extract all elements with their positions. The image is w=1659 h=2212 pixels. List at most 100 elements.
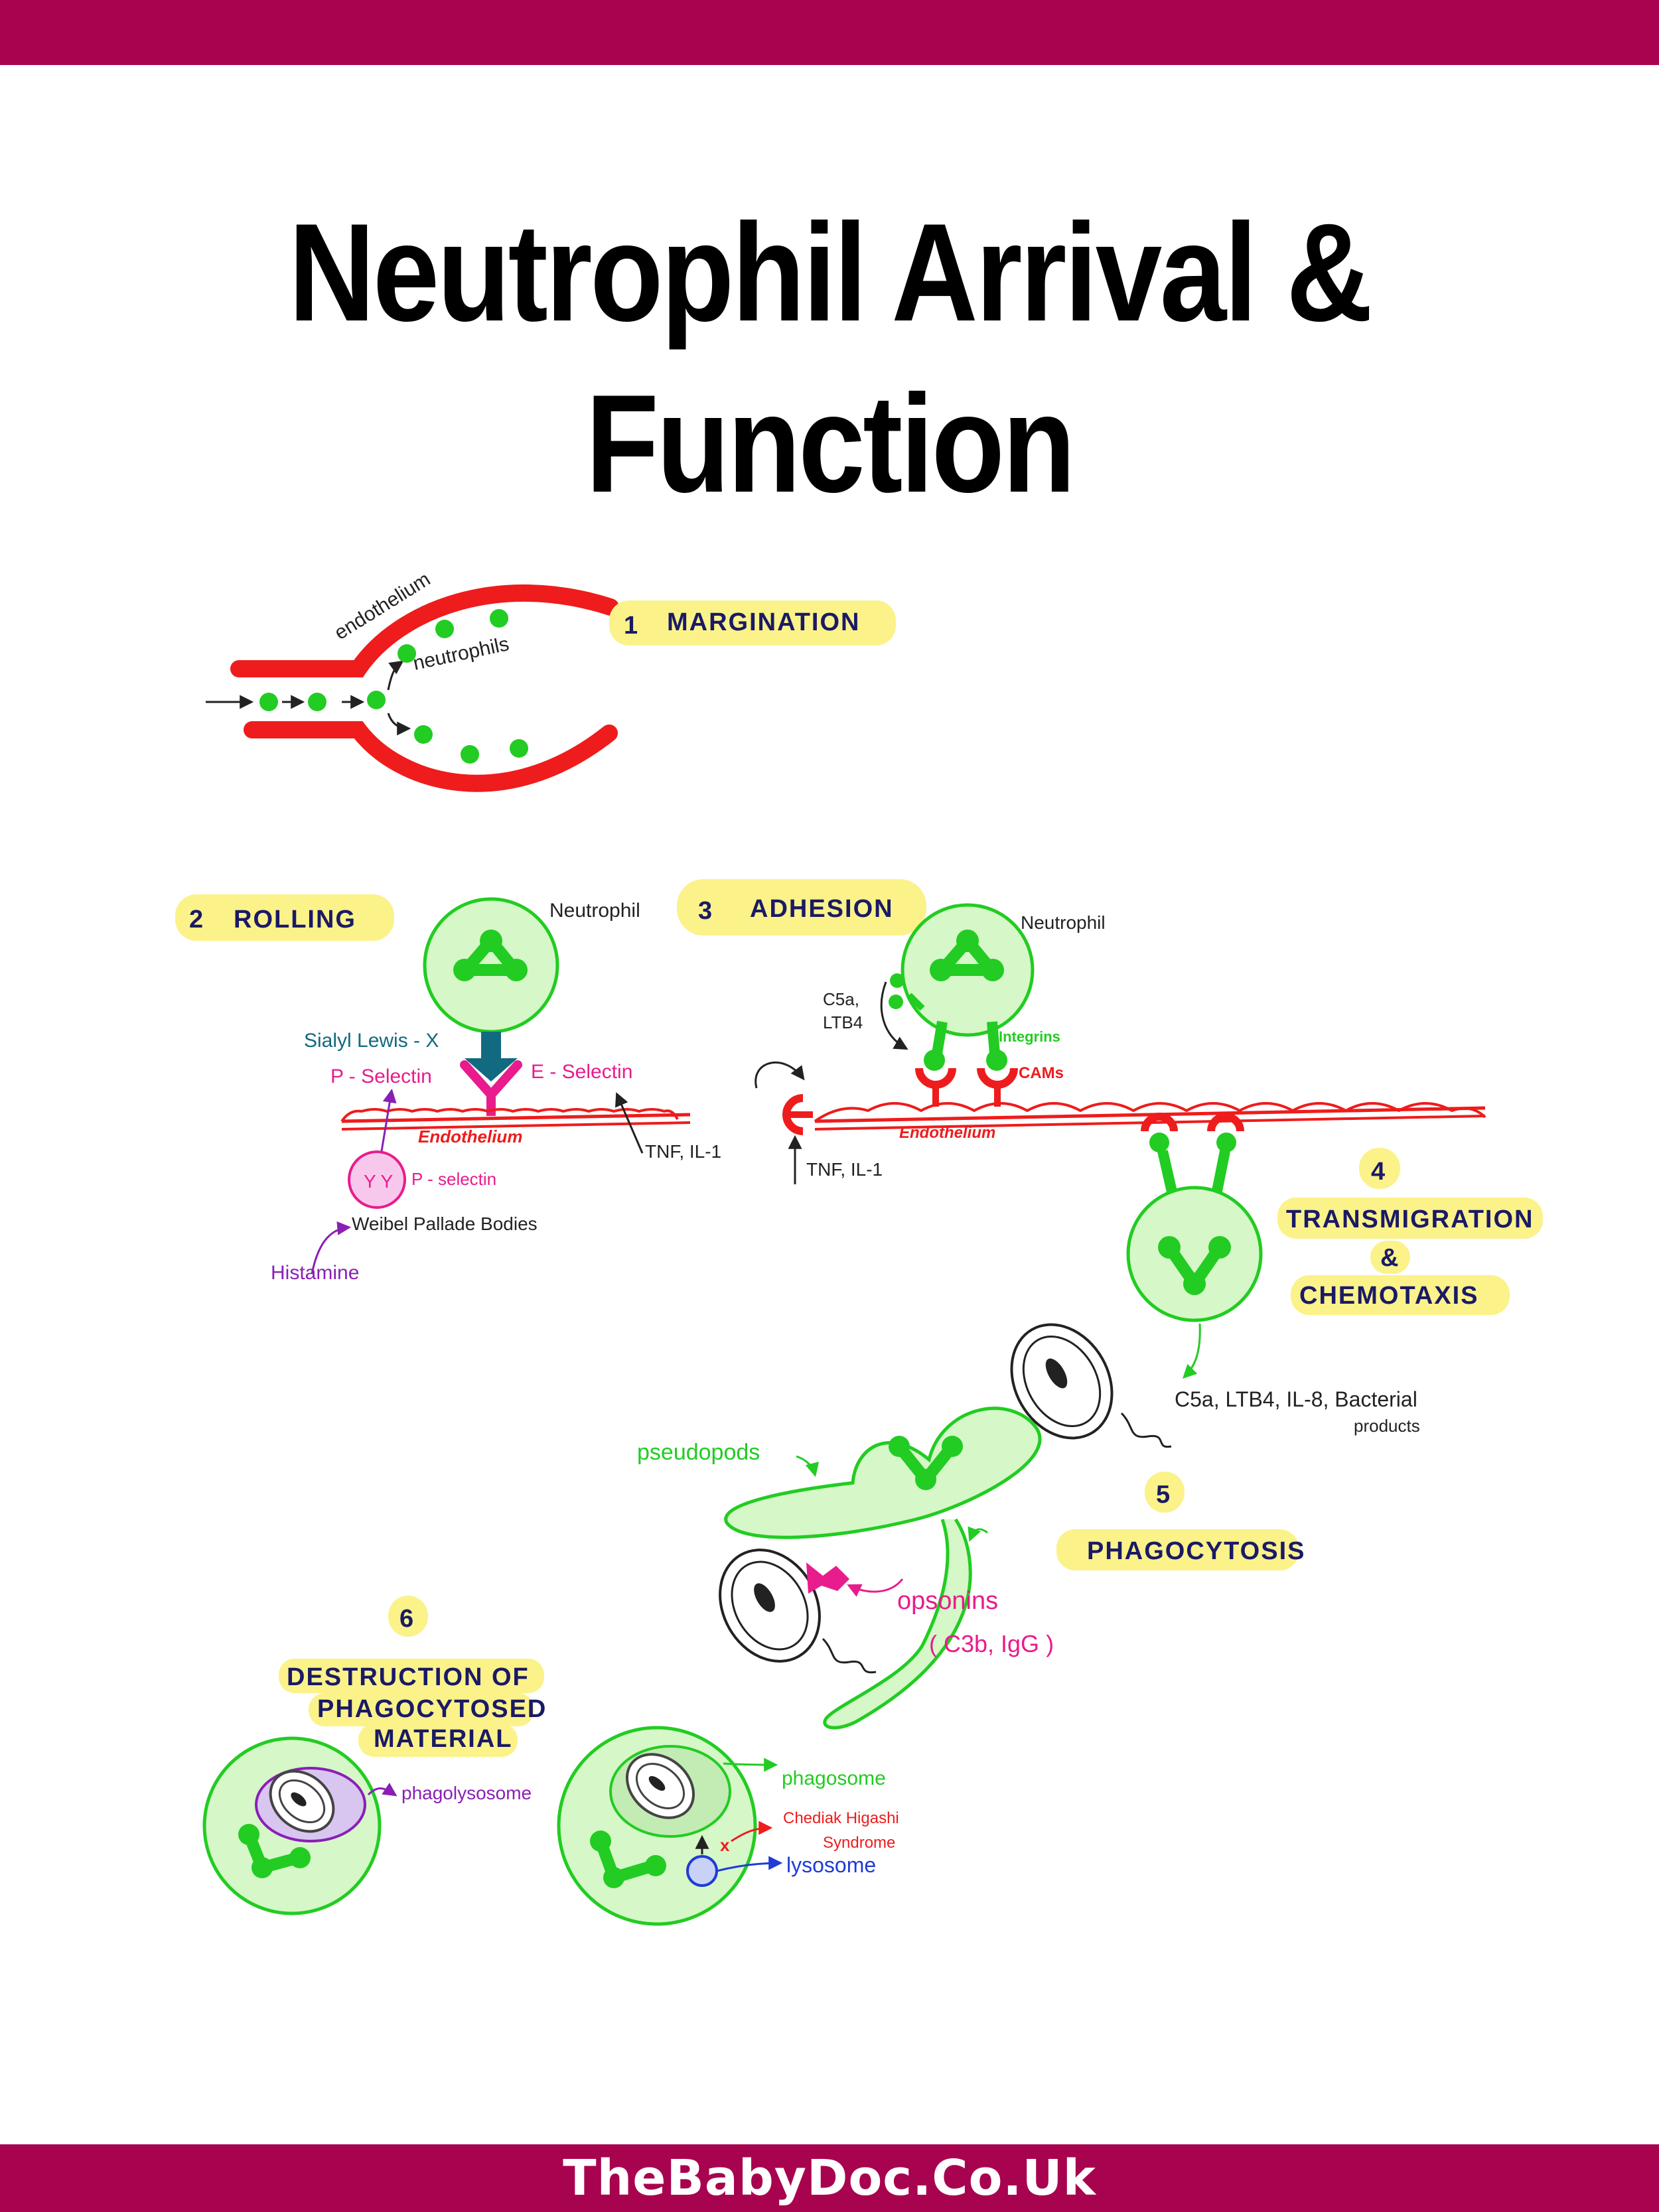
integrins-label: Integrins <box>999 1028 1060 1045</box>
step-3-adhesion: 3 ADHESION Neutrophil C5a, LTB4 Integrin… <box>677 879 1486 1184</box>
step-4-transmigration: 4 TRANSMIGRATION & CHEMOTAXIS C5a, LTB4,… <box>1010 1113 1543 1448</box>
opsonins-label: opsonins <box>897 1587 998 1615</box>
ltb4-label: LTB4 <box>823 1012 863 1032</box>
top-band <box>0 0 1659 65</box>
step-6-number-highlight <box>388 1596 428 1637</box>
step-6-title-line-2: PHAGOCYTOSED <box>317 1695 547 1723</box>
neutrophil-dot <box>461 745 479 764</box>
phagolysosome-label: phagolysosome <box>401 1783 532 1803</box>
vessel-lower-wall <box>244 721 618 792</box>
phagosome-cell <box>557 1726 757 1926</box>
chediak-label-line-2: Syndrome <box>823 1834 895 1852</box>
step-2-highlight <box>175 894 394 941</box>
neutrophil-dot <box>367 691 386 709</box>
chemotaxis-products-label: products <box>1354 1416 1420 1436</box>
cam-receptor <box>1141 1113 1178 1132</box>
title-line-1: Neutrophil Arrival & <box>288 194 1373 350</box>
p-selectin-label: P - Selectin <box>330 1066 432 1087</box>
step-5-phagocytosis: pseudopods opsonins ( C3b, IgG ) 5 PHAGO… <box>637 1407 1305 1730</box>
neutrophil-dot <box>510 739 528 758</box>
yy-label: Y Y <box>364 1171 393 1192</box>
opsonin-icon <box>806 1562 849 1594</box>
step-4-title-line-1: TRANSMIGRATION <box>1286 1206 1534 1233</box>
step-5-number: 5 <box>1156 1481 1171 1509</box>
opsonins-examples-label: ( C3b, IgG ) <box>929 1630 1054 1657</box>
neutrophil-dot <box>259 693 278 711</box>
weibel-palade-label: Weibel Pallade Bodies <box>352 1213 538 1234</box>
tnf-label: TNF, IL-1 <box>806 1159 883 1180</box>
step-3-highlight <box>677 879 926 935</box>
title-line-2: Function <box>585 366 1076 521</box>
chediak-label-line-1: Chediak Higashi <box>783 1809 899 1827</box>
page-title: Neutrophil Arrival & Function <box>116 187 1543 529</box>
bacterium-icon <box>1010 1323 1172 1448</box>
lysosome-icon <box>686 1855 718 1887</box>
cams-label: CAMs <box>1019 1064 1064 1082</box>
step-1-margination: endothelium neutrophils 1 MARGINATION <box>206 568 896 792</box>
step-2-title: ROLLING <box>234 906 356 933</box>
neutrophils-label: neutrophils <box>411 633 511 675</box>
neutrophil-label: Neutrophil <box>549 900 640 922</box>
step-1-number: 1 <box>624 612 639 640</box>
c5a-dot <box>890 973 904 988</box>
neutrophil-cell <box>901 903 1035 1037</box>
neutrophil-dot <box>435 620 454 638</box>
step-6-destruction: 6 DESTRUCTION OF PHAGOCYTOSED MATERIAL p… <box>202 1596 899 1926</box>
histamine-label: Histamine <box>271 1262 359 1284</box>
bacterium-icon <box>719 1549 877 1674</box>
step-6-highlight-1 <box>279 1659 544 1693</box>
lower-pseudopod <box>823 1518 972 1730</box>
chemotaxis-factors-label: C5a, LTB4, IL-8, Bacterial <box>1175 1387 1417 1411</box>
step-4-title-line-2: & <box>1380 1244 1400 1272</box>
bottom-band: TheBabyDoc.Co.Uk <box>0 2144 1659 2212</box>
step-3-number: 3 <box>698 897 713 925</box>
footer-site-link[interactable]: TheBabyDoc.Co.Uk <box>563 2150 1096 2207</box>
step-4-highlight-2 <box>1370 1241 1410 1274</box>
phagolysosome-cell <box>202 1736 382 1915</box>
neutrophil-cell <box>423 897 559 1034</box>
step-2-number: 2 <box>189 906 204 933</box>
pseudopods-label: pseudopods <box>637 1440 760 1465</box>
step-4-highlight-3 <box>1291 1275 1510 1315</box>
step-5-title: PHAGOCYTOSIS <box>1087 1537 1305 1565</box>
step-2-rolling: 2 ROLLING Neutrophil Sialyl Lewis - X P … <box>175 894 721 1284</box>
step-1-highlight <box>609 600 896 646</box>
neutrophil-dot <box>414 725 433 744</box>
sialyl-lewis-stem <box>481 1032 501 1062</box>
endothelium-label: Endothelium <box>899 1124 995 1142</box>
c5a-label: C5a, <box>823 989 859 1009</box>
step-6-title-line-3: MATERIAL <box>374 1725 513 1753</box>
e-selectin-label: E - Selectin <box>531 1061 632 1083</box>
step-6-title-line-1: DESTRUCTION OF <box>287 1663 530 1691</box>
step-6-highlight-3 <box>358 1724 518 1757</box>
step-5-number-highlight <box>1145 1472 1185 1513</box>
step-1-title: MARGINATION <box>667 608 861 636</box>
lysosome-label: lysosome <box>786 1853 876 1877</box>
c5a-dot <box>889 995 903 1009</box>
phagocyte-with-pseudopods <box>724 1407 1042 1539</box>
cam-receptor <box>1207 1113 1244 1132</box>
x-mark: x <box>720 1835 730 1855</box>
p-selectin-small-label: P - selectin <box>411 1169 496 1189</box>
neutrophil-dot <box>397 644 416 663</box>
neutrophil-label: Neutrophil <box>1021 912 1106 933</box>
step-6-number: 6 <box>399 1605 415 1633</box>
cam-receptor <box>915 1068 956 1089</box>
step-4-highlight-1 <box>1277 1198 1543 1239</box>
endothelium-cells <box>340 1108 691 1131</box>
weibel-palade-body: Y Y <box>348 1150 406 1209</box>
neutrophil-dot <box>490 609 508 628</box>
step-4-title-line-3: CHEMOTAXIS <box>1299 1282 1479 1310</box>
phagosome-label: phagosome <box>782 1767 886 1789</box>
sialyl-lewis-arrowhead <box>465 1058 518 1081</box>
step-6-highlight-2 <box>309 1693 534 1726</box>
step-5-highlight <box>1056 1529 1299 1570</box>
endothelium-label: Endothelium <box>418 1127 522 1146</box>
vessel-upper-wall <box>230 584 619 677</box>
neutrophil-dot <box>308 693 326 711</box>
step-4-number-highlight <box>1359 1148 1400 1189</box>
step-4-number: 4 <box>1371 1158 1386 1186</box>
step-3-title: ADHESION <box>750 895 894 923</box>
cam-receptor <box>977 1068 1018 1089</box>
